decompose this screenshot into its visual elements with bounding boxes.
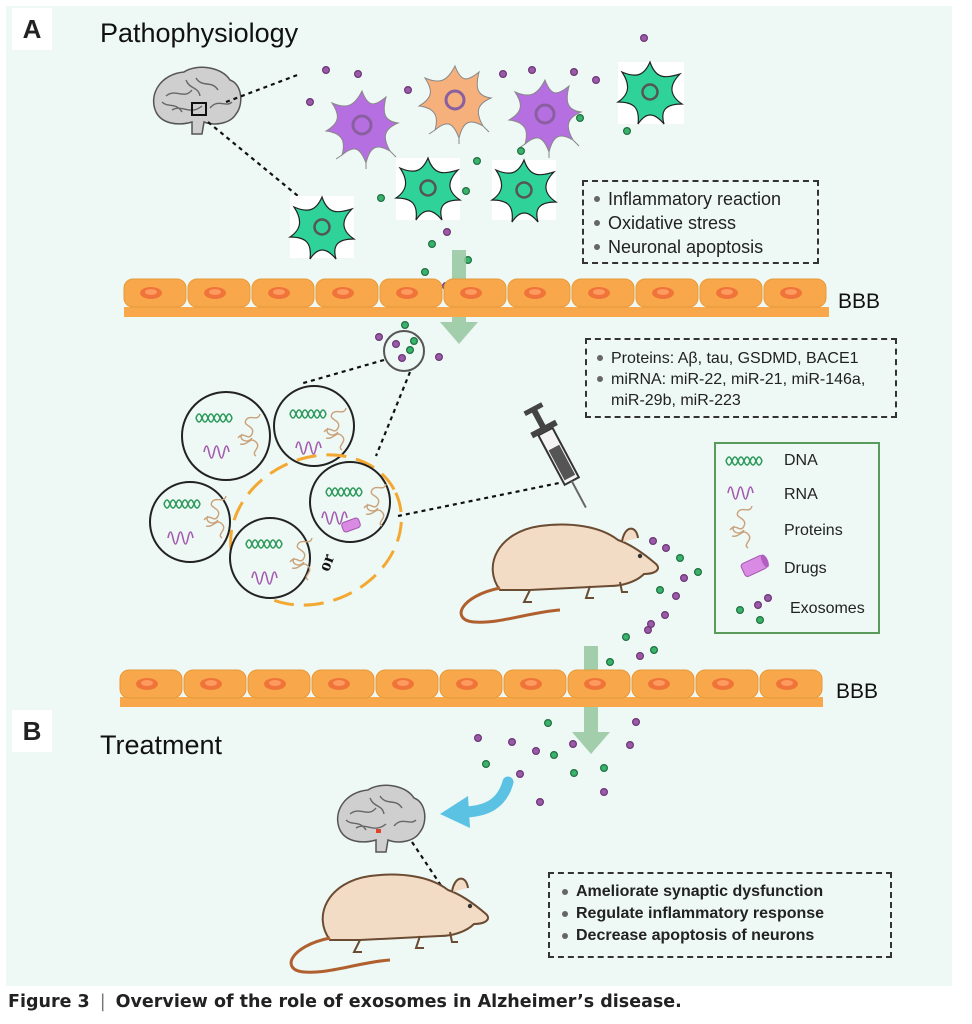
brain-icon-treatment xyxy=(336,784,426,853)
legend-dna: DNA xyxy=(784,452,818,469)
legend-proteins: Proteins xyxy=(784,522,843,539)
bbb-layer-bottom xyxy=(119,669,823,707)
legend xyxy=(714,442,880,634)
mouse-top xyxy=(459,523,660,624)
biomarker-box: Proteins: Aβ, tau, GSDMD, BACE1 miRNA: m… xyxy=(585,338,897,418)
panel-label-b: B xyxy=(12,710,52,752)
zoom-line xyxy=(207,121,299,197)
zoom-line xyxy=(225,72,301,104)
delivery-arrow xyxy=(440,776,514,828)
legend-drugs: Drugs xyxy=(784,560,827,577)
figure-number: Figure 3 xyxy=(8,992,90,1012)
bbb-layer-top xyxy=(123,278,829,317)
microglia-orange xyxy=(417,64,493,146)
pathophysiology-title: Pathophysiology xyxy=(100,18,299,48)
microglia-purple xyxy=(507,78,583,160)
legend-icons xyxy=(725,456,773,625)
bbb-label-top: BBB xyxy=(838,290,881,313)
mirna-biomarkers: miRNA: miR-22, miR-21, miR-146a, xyxy=(595,369,887,390)
mirna-biomarkers-cont: miR-29b, miR-223 xyxy=(611,392,741,409)
caption-text: Overview of the role of exosomes in Alzh… xyxy=(115,992,682,1012)
pathology-item: Inflammatory reaction xyxy=(592,187,809,211)
figure-caption: Figure 3|Overview of the role of exosome… xyxy=(8,992,682,1012)
treatment-box: Ameliorate synaptic dysfunction Regulate… xyxy=(548,872,892,958)
bbb-label-bottom: BBB xyxy=(836,680,879,703)
exosome-magnify xyxy=(383,330,425,372)
treatment-effect: Regulate inflammatory response xyxy=(560,903,880,925)
pathology-item: Oxidative stress xyxy=(592,211,809,235)
treatment-effect: Ameliorate synaptic dysfunction xyxy=(560,881,880,903)
pathology-item: Neuronal apoptosis xyxy=(592,235,809,259)
panel-label-a: A xyxy=(12,8,52,50)
protein-biomarkers: Proteins: Aβ, tau, GSDMD, BACE1 xyxy=(595,348,887,369)
syringe-icon xyxy=(523,402,587,509)
exosome-cargo xyxy=(149,385,403,607)
treatment-effect: Decrease apoptosis of neurons xyxy=(560,925,880,947)
microglia-purple xyxy=(324,89,400,171)
mouse-bottom xyxy=(289,873,490,974)
zoom-box xyxy=(191,102,207,116)
pathology-box: Inflammatory reaction Oxidative stress N… xyxy=(582,180,819,264)
legend-rna: RNA xyxy=(784,486,818,503)
legend-exosomes: Exosomes xyxy=(790,600,865,617)
treatment-title: Treatment xyxy=(100,730,223,760)
